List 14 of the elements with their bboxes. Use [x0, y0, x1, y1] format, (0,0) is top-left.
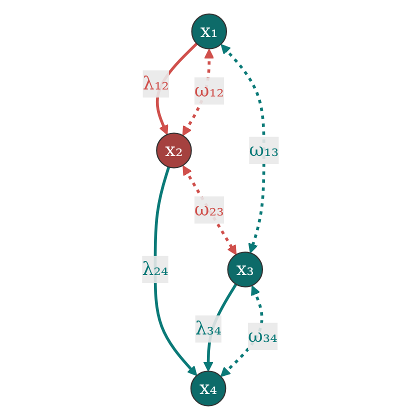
- edge-label: ω₁₃: [248, 139, 278, 161]
- node-circle: x₄: [190, 370, 226, 406]
- edge-label: ω₂₃: [194, 198, 224, 220]
- edge-label: λ₁₂: [142, 72, 169, 94]
- arrow: [182, 165, 236, 256]
- edge-label: λ₃₄: [194, 318, 222, 340]
- arrow: [153, 166, 197, 376]
- arrow: [220, 44, 265, 254]
- edge-label: ω₁₂: [194, 80, 224, 102]
- node-circle: x₃: [226, 252, 263, 288]
- edge-label: λ₂₄: [142, 258, 168, 280]
- node-circle: x₂: [156, 132, 192, 168]
- node-circle: x₁: [190, 14, 227, 50]
- edge-label: ω₃₄: [248, 325, 278, 347]
